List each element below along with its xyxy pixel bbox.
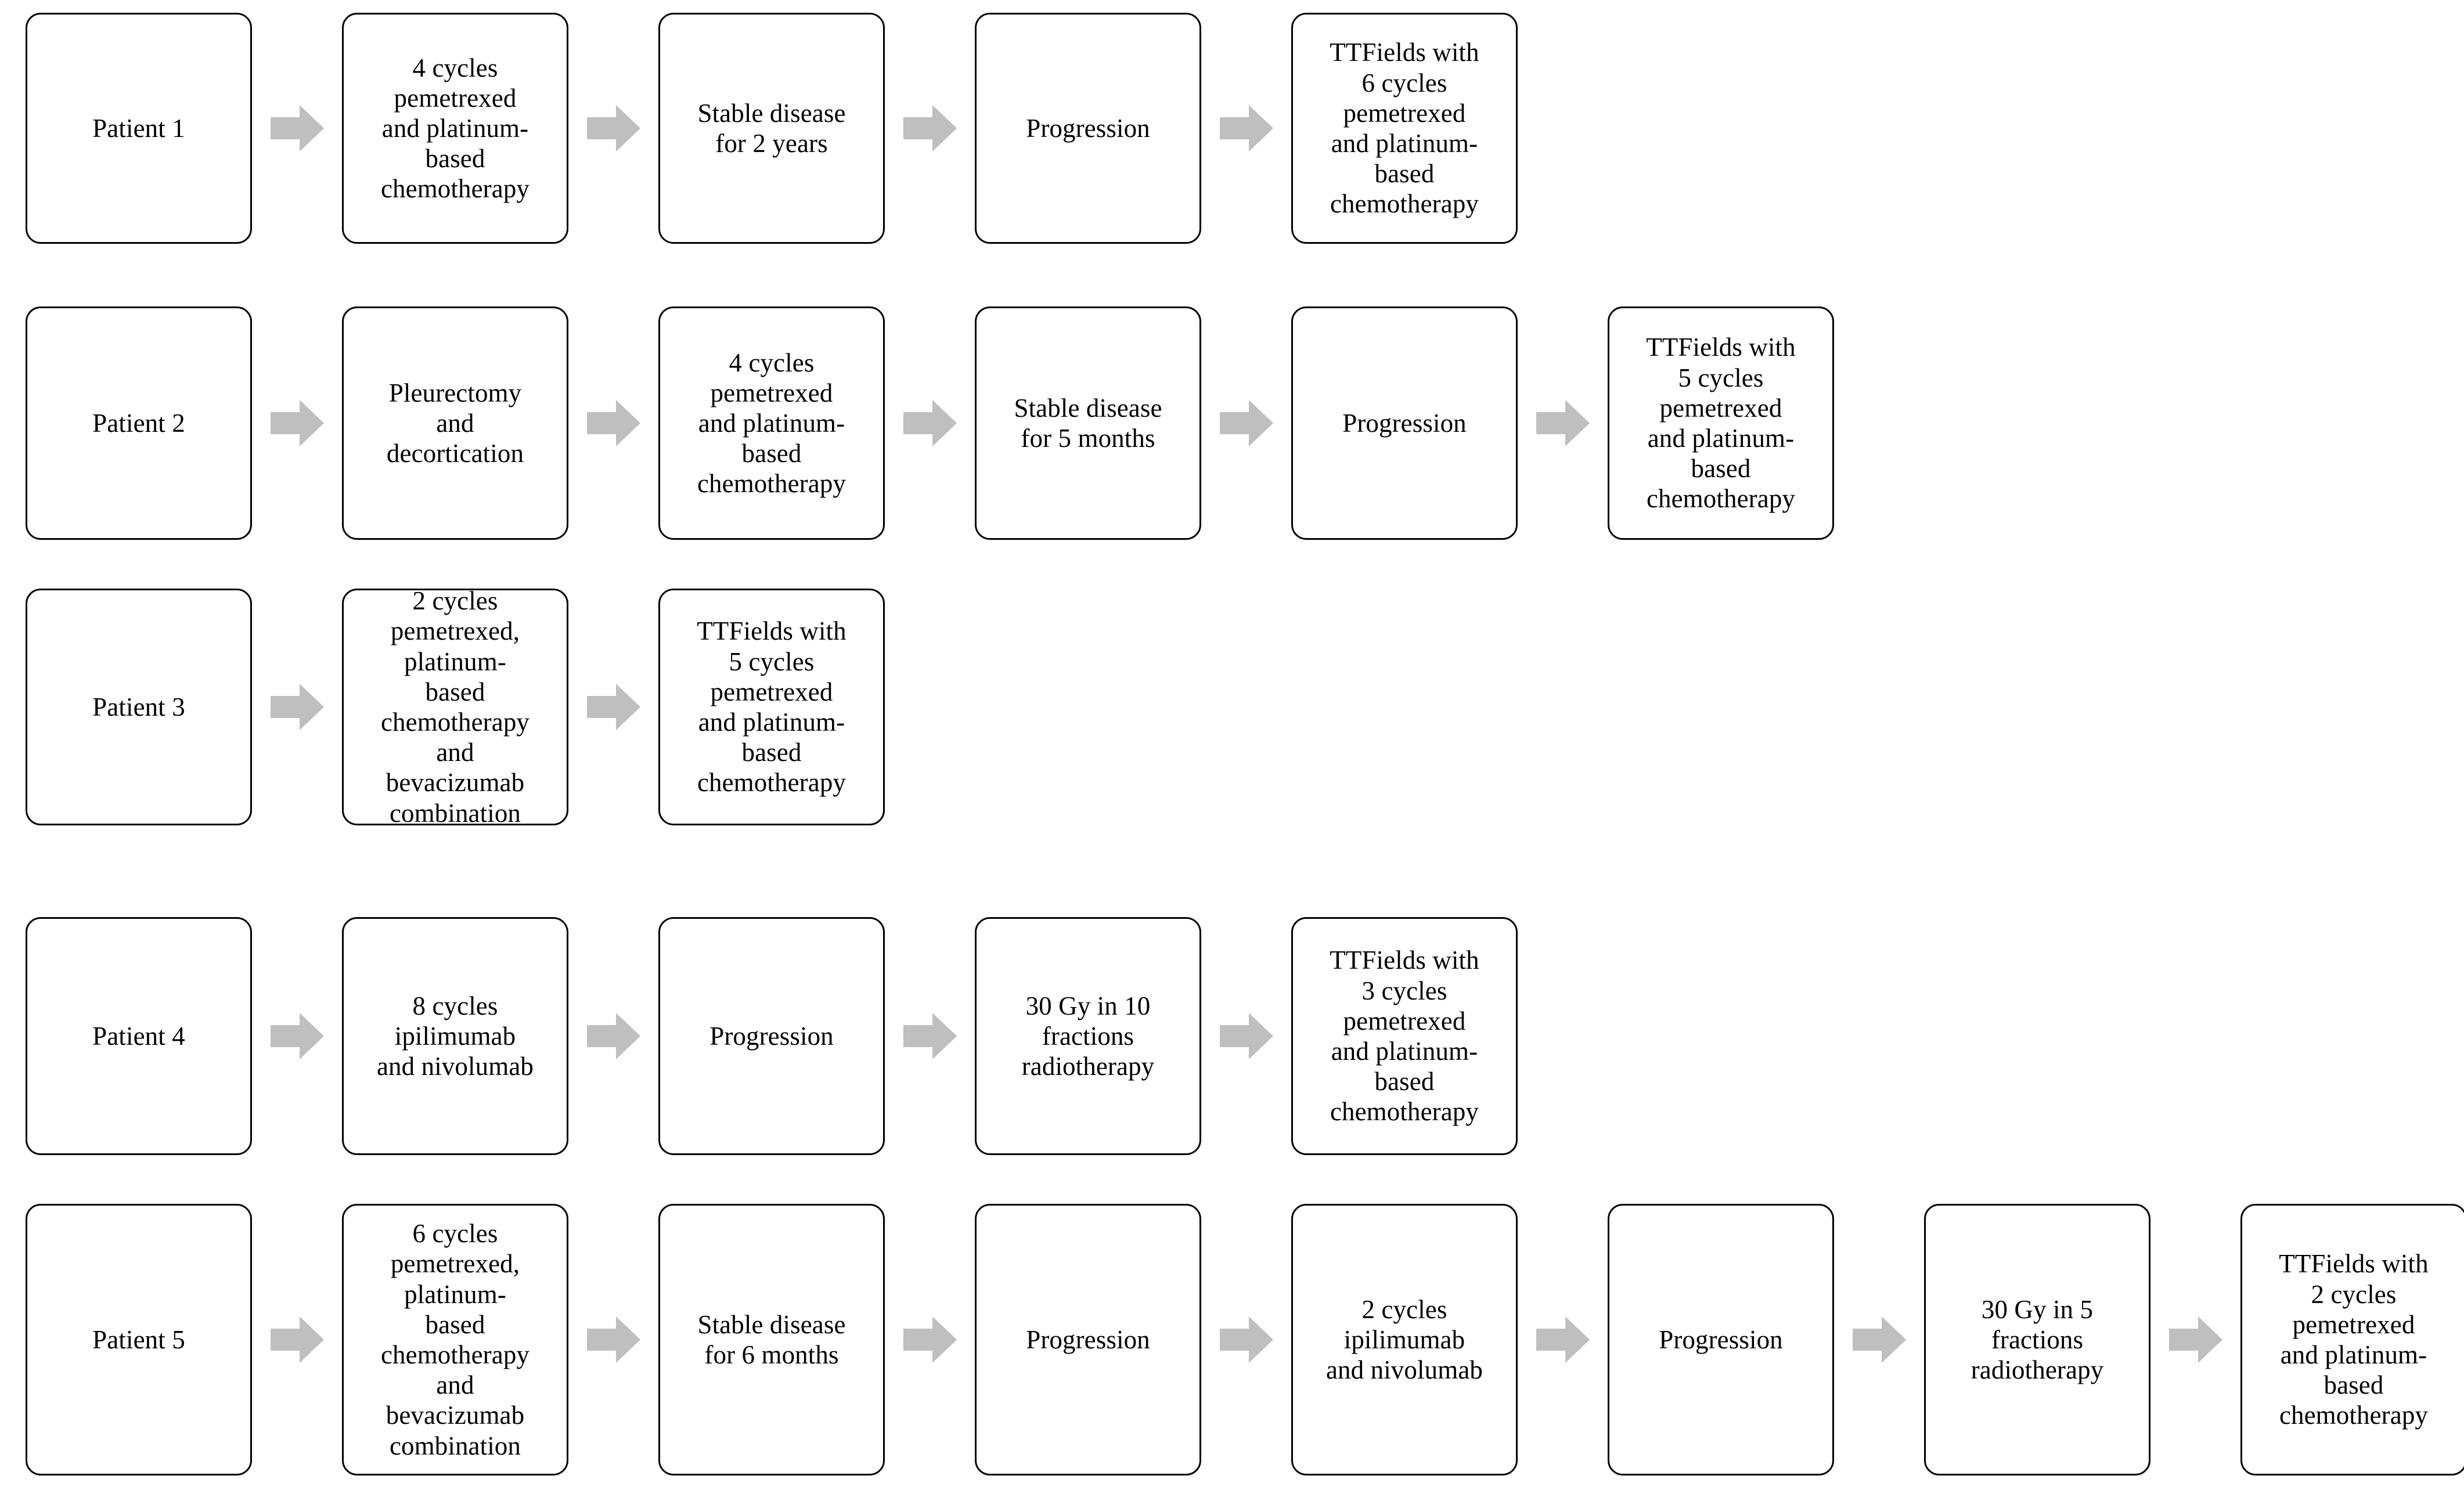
treatment-node: 6 cycles pemetrexed, platinum- based che… bbox=[342, 1204, 568, 1475]
treatment-node: Progression bbox=[658, 917, 885, 1155]
node-label: Progression bbox=[1026, 1325, 1150, 1354]
node-label: Patient 4 bbox=[92, 1021, 185, 1051]
treatment-node: Stable disease for 2 years bbox=[658, 13, 885, 244]
flow-row-patient-3: Patient 3 2 cycles pemetrexed, platinum- … bbox=[26, 586, 885, 828]
treatment-node: 2 cycles pemetrexed, platinum- based che… bbox=[342, 586, 568, 828]
treatment-node: Progression bbox=[1291, 306, 1518, 540]
node-label: TTFields with 2 cycles pemetrexed and pl… bbox=[2279, 1249, 2429, 1430]
node-label: Patient 3 bbox=[92, 692, 185, 721]
right-block-arrow-icon bbox=[2150, 1204, 2240, 1475]
flow-row-patient-1: Patient 1 4 cycles pemetrexed and platinu… bbox=[26, 13, 1518, 244]
node-label: Progression bbox=[709, 1021, 834, 1051]
right-block-arrow-icon bbox=[568, 917, 658, 1155]
patient-node: Patient 2 bbox=[26, 306, 252, 540]
node-label: TTFields with 5 cycles pemetrexed and pl… bbox=[1646, 333, 1796, 514]
treatment-node: 4 cycles pemetrexed and platinum- based … bbox=[342, 13, 568, 244]
right-block-arrow-icon bbox=[1518, 1204, 1608, 1475]
node-label: Progression bbox=[1342, 408, 1467, 438]
treatment-node: Progression bbox=[1608, 1204, 1834, 1475]
right-block-arrow-icon bbox=[1201, 917, 1291, 1155]
node-label: 6 cycles pemetrexed, platinum- based che… bbox=[380, 1219, 530, 1460]
treatment-node: TTFields with 3 cycles pemetrexed and pl… bbox=[1291, 917, 1518, 1155]
flow-row-patient-5: Patient 5 6 cycles pemetrexed, platinum- … bbox=[26, 1204, 2464, 1475]
flow-row-patient-2: Patient 2 Pleurectomy and decortication 4 … bbox=[26, 306, 1834, 540]
right-block-arrow-icon bbox=[252, 917, 342, 1155]
right-block-arrow-icon bbox=[1518, 306, 1608, 540]
node-label: 30 Gy in 5 fractions radiotherapy bbox=[1971, 1294, 2104, 1385]
right-block-arrow-icon bbox=[1201, 1204, 1291, 1475]
patient-node: Patient 5 bbox=[26, 1204, 252, 1475]
node-label: Stable disease for 5 months bbox=[1014, 393, 1162, 453]
right-block-arrow-icon bbox=[1201, 13, 1291, 244]
patient-node: Patient 4 bbox=[26, 917, 252, 1155]
right-block-arrow-icon bbox=[885, 306, 975, 540]
node-label: Progression bbox=[1026, 113, 1150, 143]
treatment-node: TTFields with 5 cycles pemetrexed and pl… bbox=[1608, 306, 1834, 540]
right-block-arrow-icon bbox=[885, 1204, 975, 1475]
flow-row-patient-4: Patient 4 8 cycles ipilimumab and nivolum… bbox=[26, 917, 1518, 1155]
node-label: 30 Gy in 10 fractions radiotherapy bbox=[1021, 991, 1155, 1081]
right-block-arrow-icon bbox=[252, 589, 342, 825]
treatment-node: Stable disease for 6 months bbox=[658, 1204, 885, 1475]
node-label: Stable disease for 6 months bbox=[697, 1309, 846, 1369]
node-label: 4 cycles pemetrexed and platinum- based … bbox=[697, 348, 846, 499]
right-block-arrow-icon bbox=[568, 13, 658, 244]
treatment-node: 30 Gy in 5 fractions radiotherapy bbox=[1924, 1204, 2150, 1475]
node-label: 2 cycles ipilimumab and nivolumab bbox=[1325, 1294, 1483, 1385]
treatment-node: 30 Gy in 10 fractions radiotherapy bbox=[975, 917, 1201, 1155]
node-label: Progression bbox=[1659, 1325, 1783, 1354]
node-label: 2 cycles pemetrexed, platinum- based che… bbox=[380, 586, 530, 828]
treatment-node: 8 cycles ipilimumab and nivolumab bbox=[342, 917, 568, 1155]
treatment-node: TTFields with 5 cycles pemetrexed and pl… bbox=[658, 589, 885, 825]
treatment-node: Progression bbox=[975, 13, 1201, 244]
node-label: TTFields with 5 cycles pemetrexed and pl… bbox=[697, 616, 846, 798]
right-block-arrow-icon bbox=[568, 589, 658, 825]
treatment-node: Pleurectomy and decortication bbox=[342, 306, 568, 540]
patient-node: Patient 3 bbox=[26, 589, 252, 825]
node-label: 4 cycles pemetrexed and platinum- based … bbox=[380, 53, 530, 204]
node-label: Stable disease for 2 years bbox=[697, 98, 846, 158]
patient-node: Patient 1 bbox=[26, 13, 252, 244]
treatment-node: 2 cycles ipilimumab and nivolumab bbox=[1291, 1204, 1518, 1475]
node-label: Pleurectomy and decortication bbox=[386, 378, 524, 468]
right-block-arrow-icon bbox=[1201, 306, 1291, 540]
node-label: Patient 1 bbox=[92, 113, 185, 143]
right-block-arrow-icon bbox=[885, 917, 975, 1155]
treatment-node: TTFields with 2 cycles pemetrexed and pl… bbox=[2240, 1204, 2464, 1475]
right-block-arrow-icon bbox=[252, 306, 342, 540]
node-label: TTFields with 6 cycles pemetrexed and pl… bbox=[1330, 38, 1479, 219]
treatment-node: 4 cycles pemetrexed and platinum- based … bbox=[658, 306, 885, 540]
node-label: TTFields with 3 cycles pemetrexed and pl… bbox=[1330, 946, 1479, 1127]
right-block-arrow-icon bbox=[1834, 1204, 1924, 1475]
right-block-arrow-icon bbox=[568, 306, 658, 540]
treatment-node: Progression bbox=[975, 1204, 1201, 1475]
right-block-arrow-icon bbox=[252, 1204, 342, 1475]
node-label: 8 cycles ipilimumab and nivolumab bbox=[376, 991, 534, 1081]
right-block-arrow-icon bbox=[885, 13, 975, 244]
treatment-node: Stable disease for 5 months bbox=[975, 306, 1201, 540]
right-block-arrow-icon bbox=[252, 13, 342, 244]
node-label: Patient 5 bbox=[92, 1325, 185, 1354]
treatment-node: TTFields with 6 cycles pemetrexed and pl… bbox=[1291, 13, 1518, 244]
node-label: Patient 2 bbox=[92, 408, 185, 438]
right-block-arrow-icon bbox=[568, 1204, 658, 1475]
